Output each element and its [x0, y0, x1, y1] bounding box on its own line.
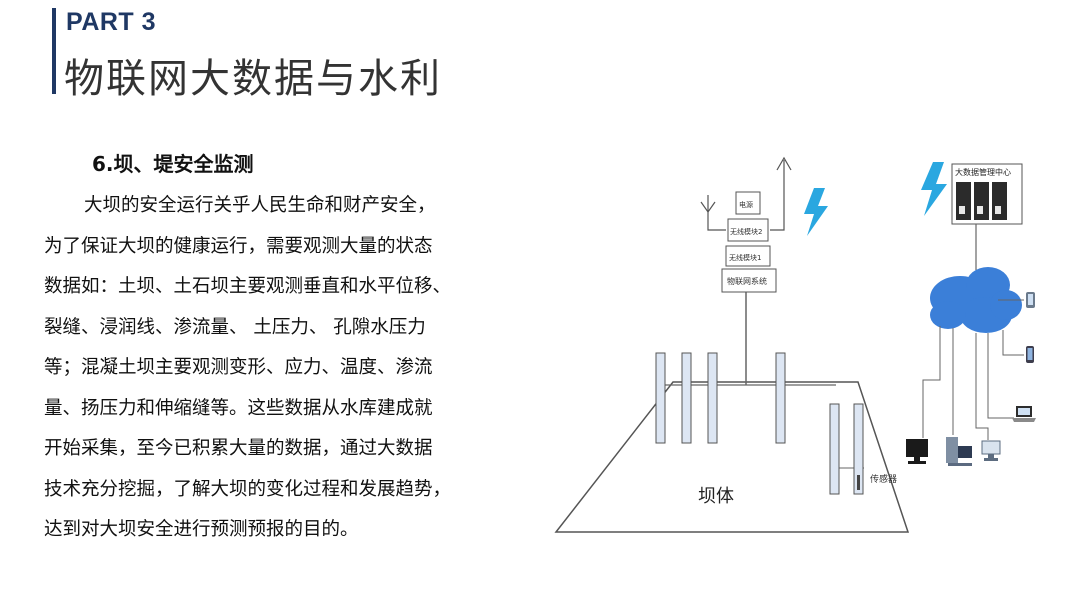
paragraph-line: 技术充分挖掘，了解大坝的变化过程和发展趋势，	[44, 478, 452, 500]
data-center-label: 大数据管理中心	[955, 167, 1011, 177]
wireless-signal-icon	[804, 188, 828, 236]
tower-module-wireless-1	[725, 245, 771, 267]
measurement-post	[707, 352, 718, 444]
measurement-post	[775, 352, 786, 444]
wireless-signal-icon	[921, 162, 947, 216]
paragraph-line: 量、扬压力和伸缩缝等。这些数据从水库建成就	[44, 397, 433, 419]
link-line	[1002, 330, 1024, 356]
antenna-up-arrow	[776, 156, 792, 171]
sensor-probe	[857, 475, 860, 490]
measurement-post	[829, 403, 840, 495]
tower-module-power	[735, 191, 761, 215]
paragraph-line: 为了保证大坝的健康运行，需要观测大量的状态	[44, 235, 433, 257]
monitor-icon	[981, 440, 1001, 461]
paragraph-line: 达到对大坝安全进行预测预报的目的。	[44, 519, 359, 540]
cloud-network-icon	[930, 267, 1022, 333]
tower-module-wireless-2	[727, 218, 769, 242]
measurement-post	[681, 352, 692, 444]
desktop-computer-icon	[906, 439, 928, 464]
sensor-post	[853, 403, 864, 495]
tower-label-wireless-1: 无线模块1	[729, 253, 761, 262]
workstation-icon	[946, 437, 972, 466]
tower-label-iot: 物联网系统	[727, 276, 767, 286]
sensor-label: 传感器	[870, 473, 897, 485]
dam-monitoring-diagram: 坝体 传感器 电源 无线模块2 无线模块1 物联网系统 大数据管理中心	[554, 156, 1036, 533]
link-line	[987, 333, 1014, 419]
tower-label-power: 电源	[739, 200, 753, 209]
paragraph-line: 大坝的安全运行关乎人民生命和财产安全，	[84, 195, 436, 216]
link-line	[975, 333, 989, 440]
part-label: PART 3	[66, 8, 157, 36]
tablet-icon	[1026, 292, 1035, 308]
paragraph-line: 等；混凝土坝主要观测变形、应力、温度、渗流	[44, 357, 433, 378]
paragraph-line: 裂缝、浸润线、渗流量、 土压力、 孔隙水压力	[44, 316, 426, 338]
tower-label-wireless-2: 无线模块2	[730, 227, 762, 236]
paragraph-line: 开始采集，至今已积累大量的数据，通过大数据	[44, 438, 433, 459]
paragraph-line: 数据如：土坝、土石坝主要观测垂直和水平位移、	[44, 276, 452, 297]
page-title: 物联网大数据与水利	[64, 56, 442, 102]
laptop-icon	[1012, 406, 1036, 422]
link-line	[922, 326, 941, 438]
mobile-phone-icon	[1026, 346, 1034, 363]
body-paragraph: 大坝的安全运行关乎人民生命和财产安全， 为了保证大坝的健康运行，需要观测大量的状…	[44, 186, 534, 551]
tower-module-iot	[721, 268, 777, 293]
section-heading: 6.坝、堤安全监测	[92, 152, 254, 176]
title-accent-bar	[52, 8, 56, 94]
antenna-down-arrow	[700, 201, 716, 214]
antenna-up	[770, 160, 785, 231]
dam-label: 坝体	[698, 486, 734, 507]
measurement-post	[655, 352, 666, 444]
server-rack-icon	[956, 182, 1007, 220]
dam-body-shape	[554, 381, 910, 533]
antenna-down	[707, 195, 726, 231]
